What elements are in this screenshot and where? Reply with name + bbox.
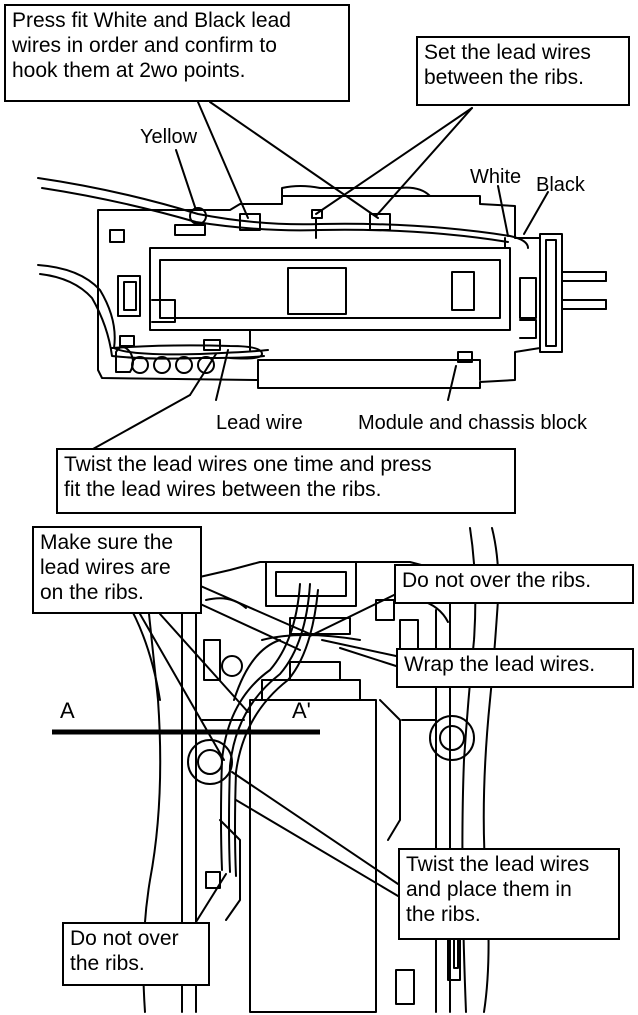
do-not-over-bottom-callout: Do not over the ribs. <box>62 922 210 986</box>
make-sure-callout: Make sure the lead wires are on the ribs… <box>32 526 202 614</box>
top-leader-lines <box>83 101 549 455</box>
twist-one-time-callout: Twist the lead wires one time and press … <box>56 448 516 514</box>
set-between-callout: Set the lead wires between the ribs. <box>416 36 630 106</box>
lead-wire-label: Lead wire <box>216 412 303 434</box>
press-fit-callout: Press fit White and Black lead wires in … <box>4 4 350 102</box>
section-a-label: A <box>60 698 75 723</box>
top-lead-wires <box>37 177 529 360</box>
twist-place-callout: Twist the lead wires and place them in t… <box>398 848 620 940</box>
yellow-label: Yellow <box>140 126 198 148</box>
wrap-callout: Wrap the lead wires. <box>396 648 634 688</box>
do-not-over-top-callout: Do not over the ribs. <box>394 564 634 604</box>
white-label: White <box>470 166 522 188</box>
black-label: Black <box>536 174 585 196</box>
module-label: Module and chassis block <box>358 412 588 434</box>
section-a-prime-label: A' <box>292 698 311 723</box>
bottom-leader-lines <box>139 583 399 923</box>
module-chassis-block <box>97 185 607 389</box>
bottom-lead-wires <box>220 583 319 877</box>
